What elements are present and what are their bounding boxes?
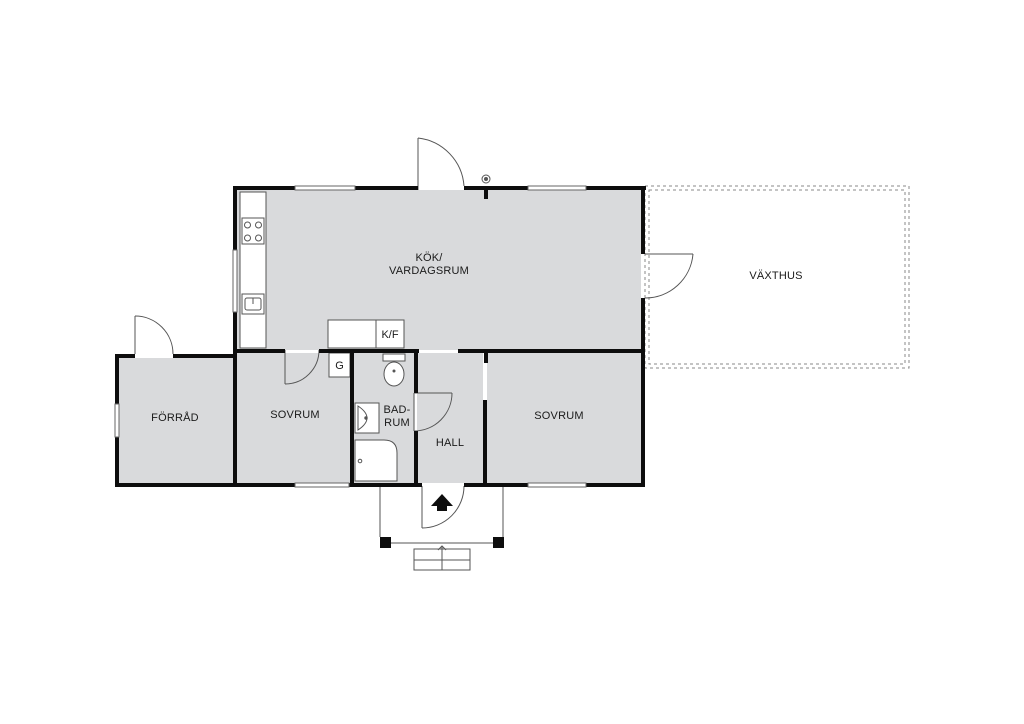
kitchen-living-floor <box>237 190 641 350</box>
wall-left-upper <box>233 186 237 250</box>
wall-top-stub <box>484 190 488 199</box>
bathroom-label-line1: BAD- <box>383 404 410 416</box>
fridge-box <box>375 319 405 349</box>
windows <box>114 185 587 488</box>
wall-storage-left-a <box>115 354 119 404</box>
porch-posts <box>380 537 504 548</box>
wall-storage-top-a <box>115 354 135 358</box>
wall-top-d <box>586 186 646 190</box>
fixtures <box>327 319 405 378</box>
entrance-arrow-icon <box>431 494 453 511</box>
wall-mid-c <box>458 349 645 353</box>
wall-right-b <box>641 298 645 487</box>
entrance-porch <box>379 486 504 571</box>
greenhouse-outline <box>644 185 910 369</box>
kitchen-label-line1: KÖK/ <box>415 252 443 264</box>
wall-bottom-d <box>586 483 645 487</box>
bedroom-left-door <box>284 349 320 385</box>
bedroom-left-label: SOVRUM <box>270 409 319 421</box>
wall-top-c <box>464 186 528 190</box>
window-left-kitchen <box>232 249 238 313</box>
room-labels: KÖK/ VARDAGSRUM VÄXTHUS FÖRRÅD SOVRUM SO… <box>151 252 802 449</box>
bathroom-door <box>413 392 453 432</box>
wardrobe-label: G <box>335 360 344 372</box>
entrance-door <box>421 485 465 529</box>
sink-icon <box>241 293 265 315</box>
kitchen-label-line2: VARDAGSRUM <box>389 265 469 277</box>
walls <box>115 186 646 487</box>
bathroom-fixtures <box>354 353 406 482</box>
hall-label: HALL <box>436 437 464 449</box>
toilet-icon <box>382 353 406 387</box>
wall-top-a <box>233 186 295 190</box>
storage-floor <box>119 358 234 483</box>
main-top-door <box>417 137 465 190</box>
stove-icon <box>241 217 265 245</box>
hall-floor <box>417 353 483 483</box>
wall-top-b <box>355 186 418 190</box>
greenhouse-label: VÄXTHUS <box>749 270 802 282</box>
wall-bottom-a <box>115 483 295 487</box>
shower-icon <box>354 439 398 482</box>
bedroom-right-floor <box>487 353 641 483</box>
wall-storage-top-b <box>173 354 237 358</box>
doors <box>134 137 694 529</box>
window-top-right <box>527 185 587 191</box>
wall-mid-a <box>233 349 285 353</box>
fridge-label: K/F <box>381 329 398 341</box>
window-bedroom-left <box>294 482 350 488</box>
wall-bath-hall-a <box>414 349 418 393</box>
wall-mid-stub <box>484 353 488 363</box>
greenhouse-door <box>644 253 694 299</box>
wall-right-a <box>641 186 645 254</box>
wall-hall-bedroom <box>483 400 487 487</box>
light-fixture-icon <box>481 174 491 184</box>
window-top-left <box>294 185 356 191</box>
kitchen-counter <box>239 191 267 349</box>
counter-top <box>239 191 267 349</box>
wall-bedroom-bath <box>350 349 354 487</box>
wall-storage-left-b <box>115 437 119 487</box>
storage-door <box>134 315 174 355</box>
storage-label: FÖRRÅD <box>151 411 199 424</box>
wall-bath-hall-b <box>414 431 418 487</box>
wall-left-lower <box>233 312 237 487</box>
wall-bottom-c <box>464 483 528 487</box>
bathroom-label-line2: RUM <box>384 417 410 429</box>
bedroom-right-label: SOVRUM <box>534 410 583 422</box>
fridge-counter <box>327 319 377 349</box>
window-storage <box>114 403 120 438</box>
wall-bottom-b <box>349 483 422 487</box>
window-bedroom-right <box>527 482 587 488</box>
wall-mid-b <box>319 349 419 353</box>
washbasin-icon <box>354 402 380 434</box>
